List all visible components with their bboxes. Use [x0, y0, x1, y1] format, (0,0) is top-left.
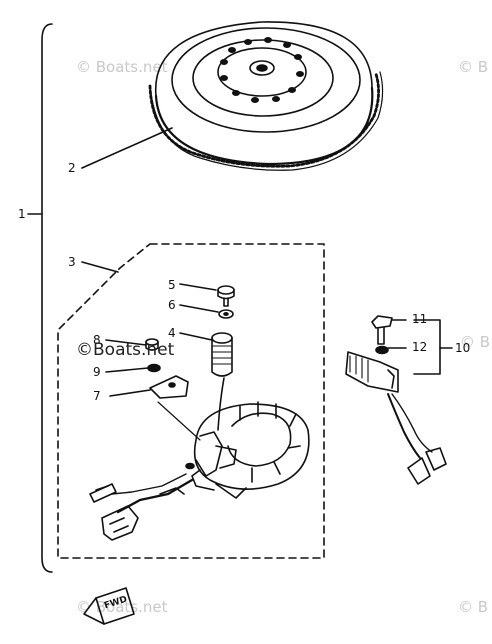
callout-1: 1 — [18, 207, 26, 221]
watermark-bottom-left: © Boats.net — [76, 598, 168, 616]
stator-box — [57, 243, 325, 559]
callout-8: 8 — [93, 333, 101, 347]
coil-4 — [211, 332, 233, 431]
bolt-11 — [371, 315, 393, 345]
screw-5 — [217, 285, 235, 307]
bracket-10 — [413, 319, 441, 375]
watermark-mid-right: © B — [460, 333, 491, 351]
leader-coil-base — [157, 401, 201, 441]
leader-4 — [179, 332, 213, 341]
callout-11: 11 — [412, 312, 428, 326]
watermark-top-left: © Boats.net — [76, 58, 168, 76]
stator-harness — [89, 473, 194, 541]
callout-2: 2 — [68, 161, 76, 175]
callout-7: 7 — [93, 389, 101, 403]
callout-3: 3 — [68, 255, 76, 269]
callout-6: 6 — [168, 298, 176, 312]
bracket-7 — [149, 375, 189, 399]
leader-2 — [81, 127, 173, 169]
leader-7 — [109, 389, 151, 397]
flywheel — [148, 21, 384, 171]
screw-8 — [145, 338, 159, 351]
callout-9: 9 — [93, 365, 101, 379]
callout-5: 5 — [168, 278, 176, 292]
assembly-bracket — [41, 23, 53, 573]
callout-12: 12 — [412, 340, 428, 354]
leader-6 — [179, 304, 219, 313]
stator-base — [185, 401, 310, 499]
leader-3 — [81, 261, 119, 273]
watermark-center: ©Boats.net — [76, 340, 175, 360]
callout-4: 4 — [168, 326, 176, 340]
leader-5 — [179, 283, 217, 291]
unit-10 — [345, 351, 447, 485]
washer-6 — [218, 309, 234, 319]
watermark-bottom-right: © B — [458, 598, 489, 616]
callout-10: 10 — [455, 341, 471, 355]
washer-12 — [375, 345, 389, 355]
washer-9 — [147, 363, 161, 373]
fwd-arrow — [83, 587, 135, 625]
leader-9 — [105, 367, 149, 373]
watermark-top-right: © B — [458, 58, 489, 76]
leader-8 — [105, 339, 147, 346]
